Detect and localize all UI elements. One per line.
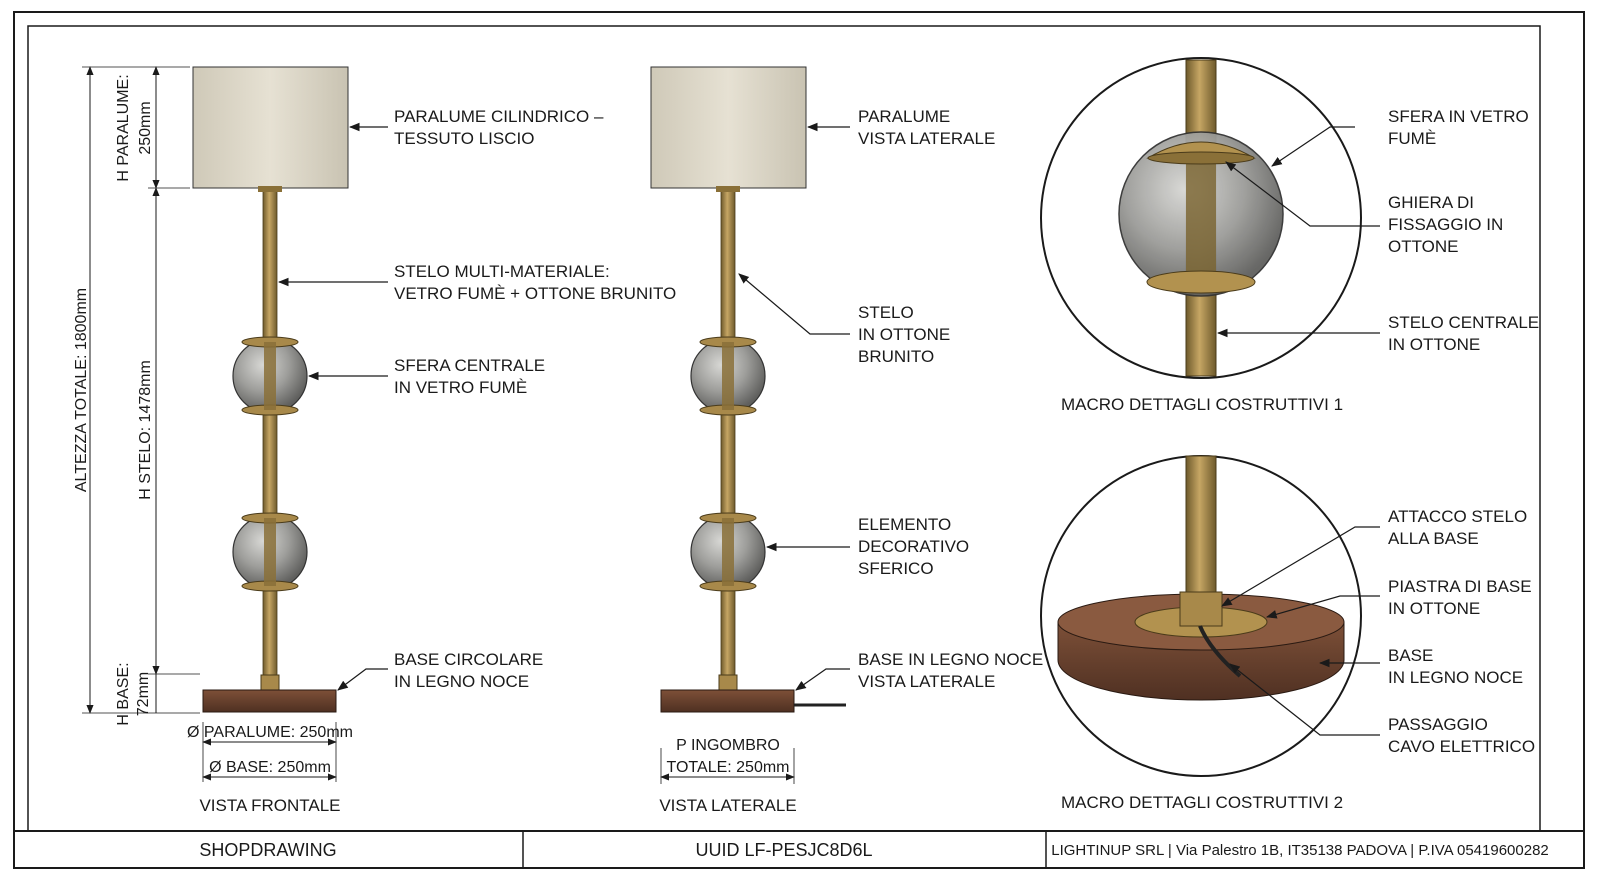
label-side-stem-1: STELO <box>858 303 914 322</box>
label-detail2-base-1: BASE <box>1388 646 1433 665</box>
label-front-sphere-2: IN VETRO FUMÈ <box>394 378 527 397</box>
label-side-shade-2: VISTA LATERALE <box>858 129 995 148</box>
label-side-base-2: VISTA LATERALE <box>858 672 995 691</box>
detail-1-ring-bottom <box>1146 270 1256 294</box>
side-view-caption: VISTA LATERALE <box>659 796 796 815</box>
dim-stem-height: H STELO: 1478mm <box>137 360 154 500</box>
dim-shade-diameter: Ø PARALUME: 250mm <box>187 724 353 741</box>
front-sphere-upper <box>232 336 308 416</box>
dim-base-height-2: 72mm <box>135 672 152 716</box>
label-front-stem-1: STELO MULTI-MATERIALE: <box>394 262 610 281</box>
label-detail1-sphere-2: FUMÈ <box>1388 129 1436 148</box>
front-view: ALTEZZA TOTALE: 1800mm H PARALUME: 250mm… <box>73 66 676 815</box>
label-side-sphere-3: SFERICO <box>858 559 934 578</box>
label-detail1-stem-2: IN OTTONE <box>1388 335 1480 354</box>
label-detail1-ring-1: GHIERA DI <box>1388 193 1474 212</box>
dim-shade-height-2: 250mm <box>137 101 154 154</box>
label-side-sphere-1: ELEMENTO <box>858 515 951 534</box>
detail-2-caption: MACRO DETTAGLI COSTRUTTIVI 2 <box>1061 793 1343 812</box>
outer-frame <box>13 11 1585 869</box>
side-sphere-lower <box>690 512 766 592</box>
detail-1: SFERA IN VETRO FUMÈ GHIERA DI FISSAGGIO … <box>1040 57 1539 414</box>
detail-2: ATTACCO STELO ALLA BASE PIASTRA DI BASE … <box>1040 455 1535 812</box>
label-detail1-ring-3: OTTONE <box>1388 237 1459 256</box>
label-detail1-ring-2: FISSAGGIO IN <box>1388 215 1503 234</box>
label-front-shade-1: PARALUME CILINDRICO – <box>394 107 604 126</box>
side-view: P INGOMBRO TOTALE: 250mm VISTA LATERALE … <box>650 66 1043 815</box>
side-base <box>660 689 795 713</box>
label-front-sphere-1: SFERA CENTRALE <box>394 356 545 375</box>
label-side-stem-2: IN OTTONE <box>858 325 950 344</box>
front-base <box>202 689 337 713</box>
label-detail2-attach-1: ATTACCO STELO <box>1388 507 1527 526</box>
dim-base-diameter: Ø BASE: 250mm <box>209 759 331 776</box>
label-detail2-plate-1: PIASTRA DI BASE <box>1388 577 1532 596</box>
side-stem <box>720 187 736 681</box>
dim-depth-2: TOTALE: 250mm <box>667 759 790 776</box>
title-block-type: SHOPDRAWING <box>199 840 336 860</box>
dim-shade-height-1: H PARALUME: <box>115 74 132 181</box>
label-front-base-2: IN LEGNO NOCE <box>394 672 529 691</box>
front-sphere-lower <box>232 512 308 592</box>
front-view-caption: VISTA FRONTALE <box>199 796 340 815</box>
detail-2-stem-collar <box>1179 591 1223 627</box>
label-detail1-sphere-1: SFERA IN VETRO <box>1388 107 1529 126</box>
label-detail2-cable-2: CAVO ELETTRICO <box>1388 737 1535 756</box>
label-side-shade-1: PARALUME <box>858 107 950 126</box>
label-detail2-attach-2: ALLA BASE <box>1388 529 1479 548</box>
front-stem <box>262 187 278 681</box>
label-detail2-base-2: IN LEGNO NOCE <box>1388 668 1523 687</box>
label-side-stem-3: BRUNITO <box>858 347 934 366</box>
label-side-base-1: BASE IN LEGNO NOCE <box>858 650 1043 669</box>
label-detail2-plate-2: IN OTTONE <box>1388 599 1480 618</box>
dim-total-height: ALTEZZA TOTALE: 1800mm <box>73 288 90 492</box>
label-detail1-stem-1: STELO CENTRALE <box>1388 313 1539 332</box>
title-block-company: LIGHTINUP SRL | Via Palestro 1B, IT35138… <box>1051 842 1549 859</box>
label-front-base-1: BASE CIRCOLARE <box>394 650 543 669</box>
label-side-sphere-2: DECORATIVO <box>858 537 969 556</box>
dim-depth-1: P INGOMBRO <box>676 737 780 754</box>
label-front-stem-2: VETRO FUMÈ + OTTONE BRUNITO <box>394 284 676 303</box>
side-shade <box>650 66 807 189</box>
side-sphere-upper <box>690 336 766 416</box>
label-front-shade-2: TESSUTO LISCIO <box>394 129 534 148</box>
title-block: SHOPDRAWING UUID LF-PESJC8D6L LIGHTINUP … <box>14 830 1584 868</box>
front-shade <box>192 66 349 189</box>
title-block-uuid: UUID LF-PESJC8D6L <box>695 840 872 860</box>
dim-base-height-1: H BASE: <box>115 662 132 725</box>
label-detail2-cable-1: PASSAGGIO <box>1388 715 1488 734</box>
detail-1-caption: MACRO DETTAGLI COSTRUTTIVI 1 <box>1061 395 1343 414</box>
